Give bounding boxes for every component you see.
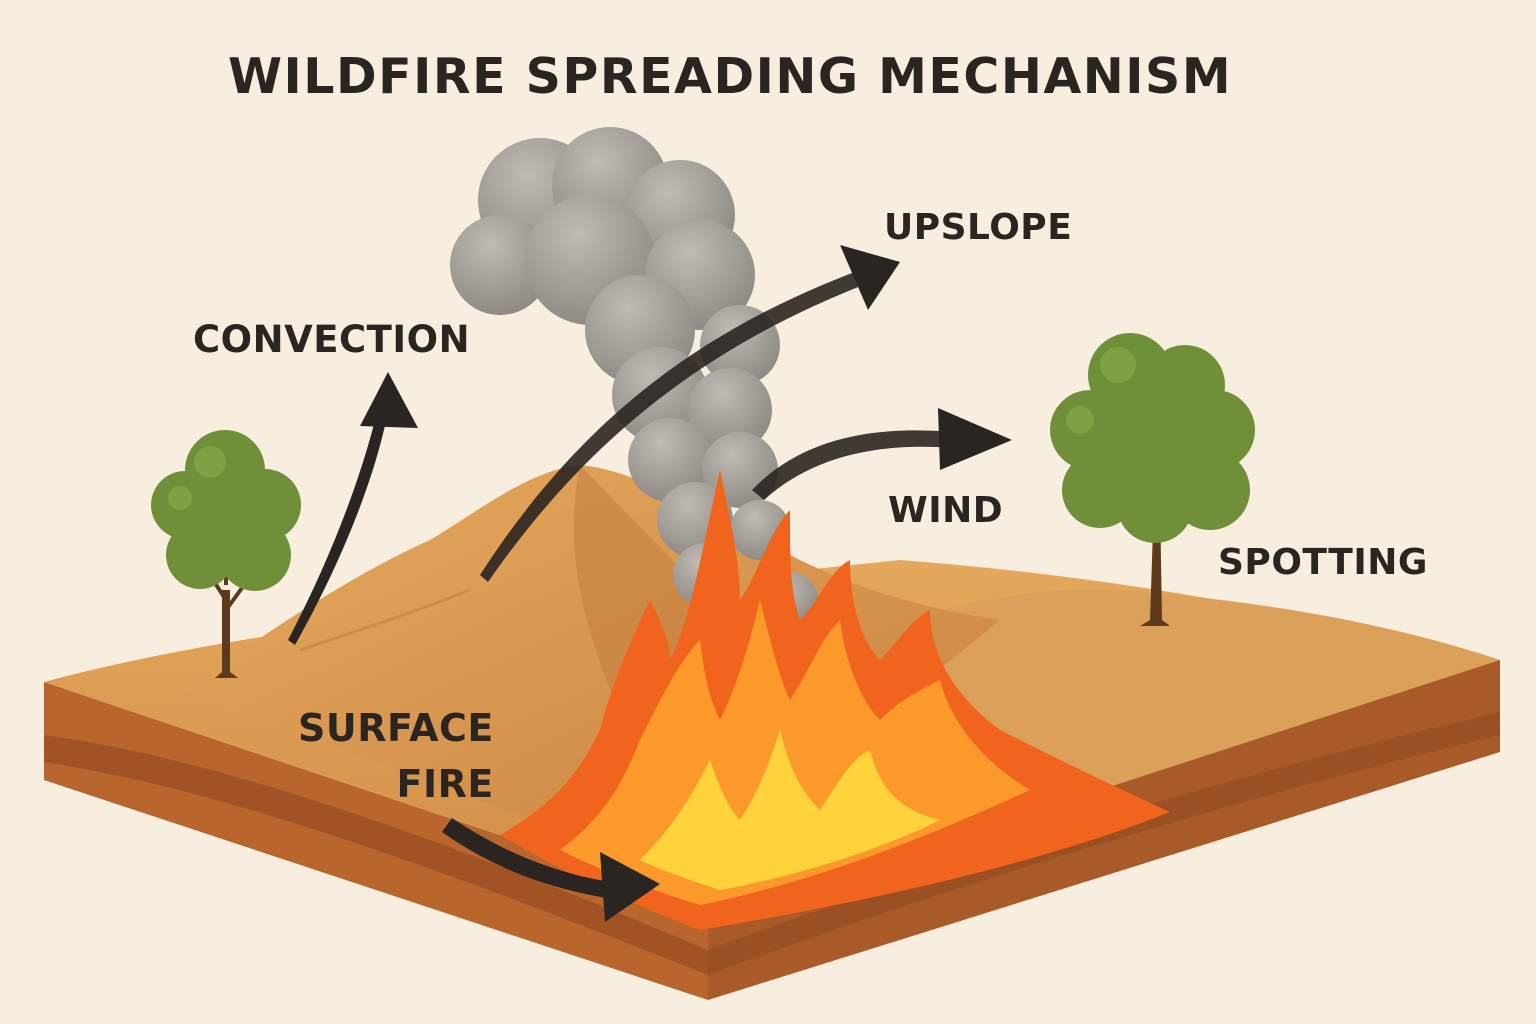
tree-icon-left [151,430,301,678]
label-surface-fire: SURFACE FIRE [298,700,494,812]
arrow-icon-surface [442,818,660,922]
hill-right [860,589,1500,790]
label-spotting: SPOTTING [1218,542,1428,583]
arrow-icon-convection [288,372,418,645]
hill-ridge [299,588,471,652]
terrain-stripe-left [44,735,708,975]
label-wind: WIND [888,490,1004,531]
terrain-stripe-right [708,712,1500,975]
flame-inner [640,730,940,890]
tree-icon-right [1050,333,1255,626]
label-convection: CONVECTION [193,318,471,361]
arrow-icon-wind [752,408,1012,500]
flame-icon [500,470,1170,930]
label-surface-line2: FIRE [396,762,494,806]
label-surface-line1: SURFACE [298,706,494,750]
arrow-icon-upslope [480,245,900,582]
label-upslope: UPSLOPE [884,207,1073,248]
diagram-title: WILDFIRE SPREADING MECHANISM [228,48,1233,105]
